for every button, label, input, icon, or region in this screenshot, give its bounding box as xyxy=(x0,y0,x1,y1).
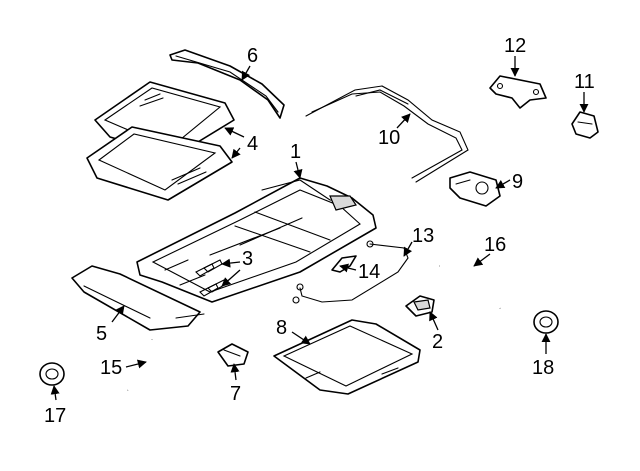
callout-16: 16 xyxy=(484,234,506,256)
callout-15: 15 xyxy=(100,357,122,379)
leader-lines xyxy=(50,56,589,401)
part-15-hose xyxy=(126,339,154,392)
part-7-bracket xyxy=(217,343,249,367)
part-2-cover xyxy=(405,295,435,317)
part-12-bracket xyxy=(489,75,547,109)
callout-9: 9 xyxy=(512,171,523,193)
callout-labels: 6 4 1 3 10 12 11 9 13 14 16 5 2 8 15 7 1… xyxy=(44,35,595,427)
part-11-bracket xyxy=(571,111,599,139)
part-17-grommet xyxy=(39,362,65,386)
callout-3: 3 xyxy=(242,248,253,270)
part-5-sunshade xyxy=(71,265,205,331)
part-10-guide-rail xyxy=(305,85,469,183)
callout-17: 17 xyxy=(44,405,66,427)
part-8-trim-panel xyxy=(273,319,421,395)
callout-8: 8 xyxy=(276,317,287,339)
callout-10: 10 xyxy=(378,127,400,149)
callout-4: 4 xyxy=(247,133,258,155)
part-1-sunroof-housing xyxy=(136,177,377,303)
callout-12: 12 xyxy=(504,35,526,57)
callout-2: 2 xyxy=(432,331,443,353)
callout-6: 6 xyxy=(247,45,258,67)
part-6-deflector xyxy=(169,49,285,119)
callout-13: 13 xyxy=(412,225,434,247)
callout-7: 7 xyxy=(230,383,241,405)
part-9-motor xyxy=(449,171,501,207)
callout-18: 18 xyxy=(532,357,554,379)
part-4-glass-frame xyxy=(86,126,233,201)
callout-11: 11 xyxy=(574,71,595,93)
callout-14: 14 xyxy=(358,261,380,283)
callout-1: 1 xyxy=(290,141,301,163)
part-18-grommet xyxy=(533,310,559,334)
callout-5: 5 xyxy=(96,323,107,345)
part-16-drain-hose xyxy=(439,264,502,309)
